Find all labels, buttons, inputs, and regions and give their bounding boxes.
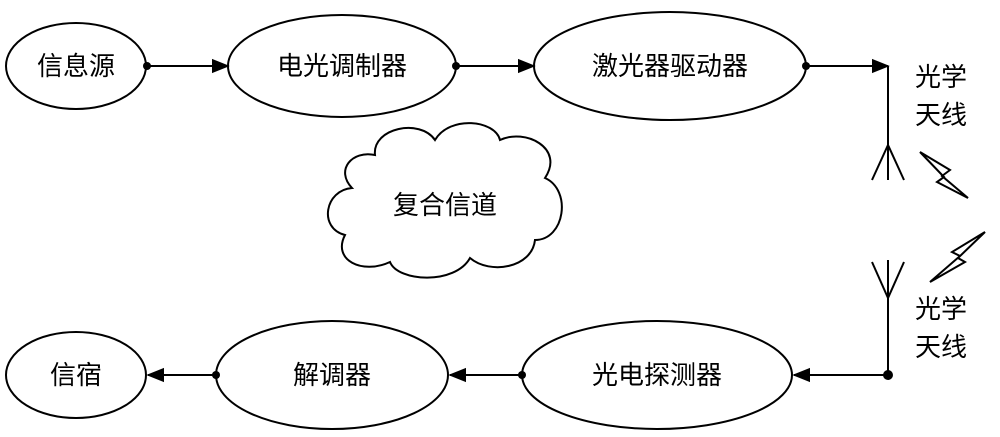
edge-photodetector-to-demodulator: [448, 367, 526, 383]
edge-driver-to-antenna: [802, 58, 890, 74]
antenna-icon: [871, 66, 905, 181]
edge-source-to-modulator: [143, 58, 230, 74]
channel-label: 复合信道: [393, 191, 497, 221]
node-laser-driver-label: 激光器驱动器: [592, 52, 748, 82]
node-demodulator: 解调器: [215, 320, 449, 430]
edge-modulator-to-driver: [452, 58, 536, 74]
node-source: 信息源: [5, 22, 147, 110]
cloud-icon: 复合信道: [327, 122, 563, 279]
lightning-icon: [919, 151, 969, 199]
node-sink: 信宿: [5, 331, 147, 419]
edge-demodulator-to-sink: [146, 367, 220, 383]
antenna-icon: [871, 260, 905, 375]
node-photodetector: 光电探测器: [521, 320, 793, 430]
node-demodulator-label: 解调器: [293, 361, 371, 391]
node-laser-driver: 激光器驱动器: [533, 11, 807, 121]
node-eo-modulator: 电光调制器: [227, 14, 457, 118]
node-eo-modulator-label: 电光调制器: [277, 52, 407, 82]
node-source-label: 信息源: [37, 52, 115, 82]
antenna-rx-label-line1: 光学: [915, 295, 967, 325]
antenna-tx-label-line2: 天线: [915, 101, 967, 131]
node-photodetector-label: 光电探测器: [592, 361, 722, 391]
lightning-icon: [929, 231, 986, 283]
antenna-rx-label-line2: 天线: [915, 333, 967, 363]
edge-antenna-to-photodetector: [792, 367, 893, 383]
antenna-tx-label-line1: 光学: [915, 63, 967, 93]
node-sink-label: 信宿: [50, 361, 102, 391]
